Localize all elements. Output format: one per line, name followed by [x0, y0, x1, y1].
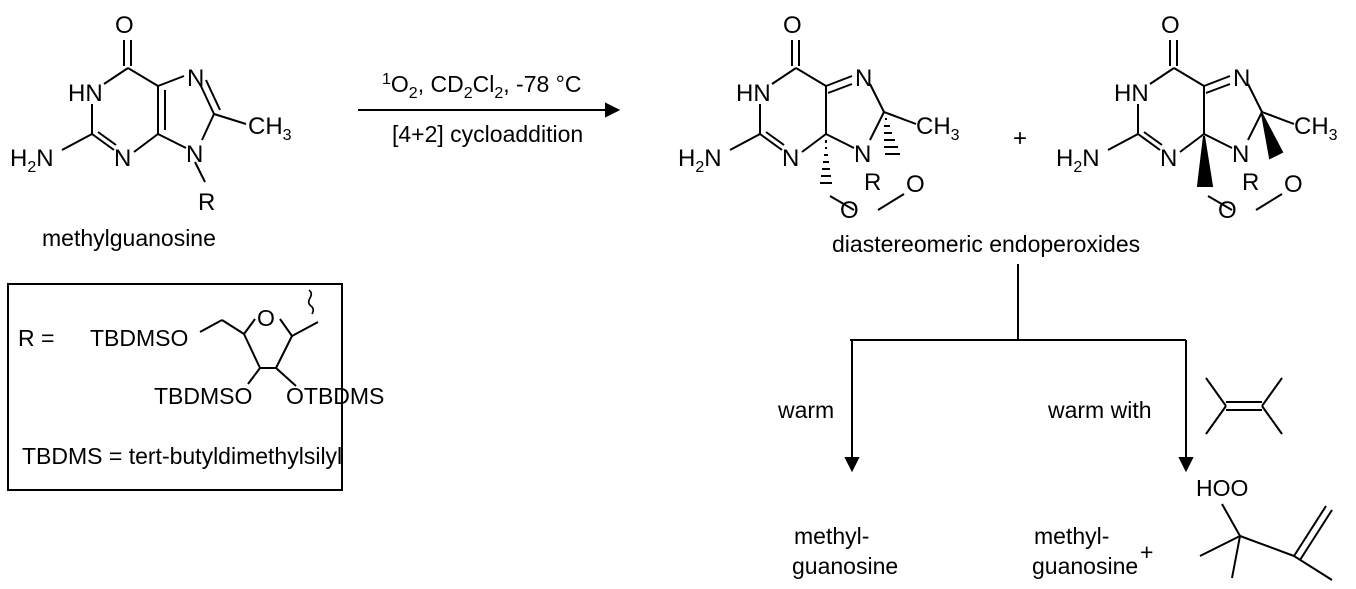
right-branch-label: warm with	[1047, 397, 1152, 423]
right-branch-arrowhead	[1178, 457, 1194, 473]
product-plus: +	[1013, 125, 1027, 152]
product-1-r: R	[864, 169, 881, 196]
reactant-r: R	[198, 189, 215, 216]
reactant-ch3: CH3	[248, 113, 292, 144]
product-1-structure	[729, 40, 917, 211]
reactant-carbonyl-o: O	[115, 12, 134, 39]
reactant-h2n: H2N	[10, 145, 54, 176]
reactant-name: methylguanosine	[42, 225, 216, 251]
right-product-line1: methyl-	[1034, 523, 1109, 549]
hydroperoxide-hoo: HOO	[1196, 475, 1248, 501]
product-2-structure	[1107, 40, 1295, 211]
reaction-conditions: 1O2, CD2Cl2, -78 °C	[382, 71, 581, 102]
reactant-hn: HN	[68, 80, 103, 107]
left-branch-arrowhead	[844, 457, 860, 473]
right-product-line2: guanosine	[1032, 553, 1138, 579]
product-1-carbonyl-o: O	[783, 12, 802, 39]
r-group-tbdmso-bottom: TBDMSO	[154, 383, 252, 409]
left-branch-label: warm	[777, 397, 834, 423]
product-2-hn: HN	[1114, 80, 1149, 107]
product-1-n7: N	[855, 65, 872, 92]
hydroperoxide-structure	[1199, 503, 1333, 581]
reactant-n7: N	[187, 65, 204, 92]
product-2-n7: N	[1233, 65, 1250, 92]
r-group-box	[7, 283, 343, 491]
product-1-n9: N	[854, 141, 871, 168]
r-group-label: R =	[18, 325, 54, 351]
product-2-carbonyl-o: O	[1161, 12, 1180, 39]
tetramethylethylene	[1205, 377, 1283, 435]
right-product-plus: +	[1140, 539, 1153, 565]
ribose-ring-o: O	[257, 305, 275, 331]
product-1-n3: N	[782, 145, 799, 172]
product-2-n3: N	[1160, 145, 1177, 172]
reactant-structure	[61, 40, 247, 183]
r-group-otbdms: OTBDMS	[286, 383, 384, 409]
product-1-peroxide-o1: O	[906, 171, 925, 198]
product-1-peroxide-o2: O	[840, 197, 859, 224]
reactant-n3: N	[114, 145, 131, 172]
product-2-peroxide-o1: O	[1284, 171, 1303, 198]
product-2-h2n: H2N	[1056, 145, 1100, 176]
reaction-type: [4+2] cycloaddition	[392, 121, 583, 147]
ribose-ring	[199, 289, 319, 387]
reaction-arrowhead	[605, 102, 621, 118]
r-group-tbdmso-top: TBDMSO	[90, 325, 188, 351]
left-product-line1: methyl-	[794, 523, 869, 549]
product-1-hn: HN	[736, 80, 771, 107]
products-label: diastereomeric endoperoxides	[832, 231, 1140, 257]
product-1-ch3: CH3	[916, 113, 960, 144]
reactant-n9: N	[186, 141, 203, 168]
product-2-r: R	[1242, 169, 1259, 196]
left-product-line2: guanosine	[792, 553, 898, 579]
product-2-n9: N	[1232, 141, 1249, 168]
product-2-peroxide-o2: O	[1218, 197, 1237, 224]
product-2-ch3: CH3	[1294, 113, 1338, 144]
product-1-h2n: H2N	[678, 145, 722, 176]
tbdms-definition: TBDMS = tert-butyldimethylsilyl	[22, 443, 342, 469]
